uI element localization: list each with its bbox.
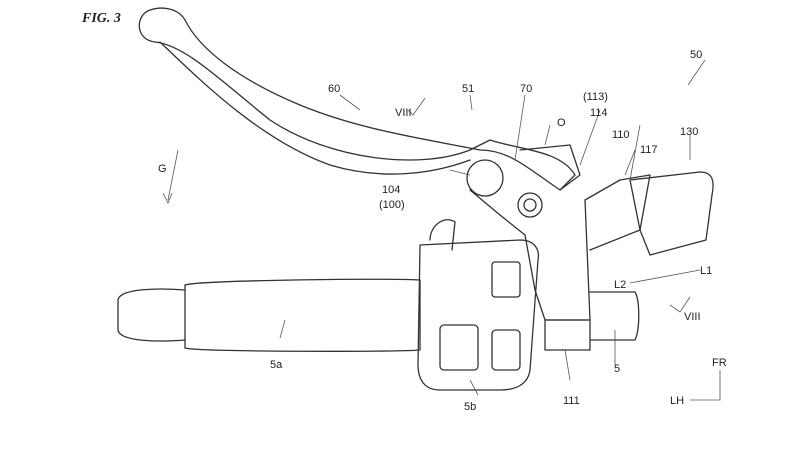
lever-bracket [519,144,581,191]
label-FR: FR [712,357,727,369]
label-5b: 5b [464,401,476,413]
label-100: (100) [379,199,405,211]
label-51: 51 [462,83,474,95]
label-LH: LH [670,395,684,407]
reservoir-130 [629,171,714,256]
switch-knob [429,219,456,251]
switch-housing-5b [417,239,540,391]
lever-edge [159,41,471,175]
label-117: 117 [640,144,658,156]
clamp-111 [544,319,591,351]
label-111: 111 [563,395,580,407]
label-130: 130 [680,126,698,138]
direction-arrow-icon [690,370,721,401]
figure-title: FIG. 3 [81,11,121,26]
master-cylinder-110 [469,174,651,321]
brake-lever [138,7,576,191]
adjuster-dial [466,159,504,197]
section-arrow-right-icon [669,296,691,313]
pivot-bolt-head [523,198,537,212]
g-arrow-icon [162,149,179,204]
label-L1: L1 [700,265,712,277]
grip-5a [184,278,421,352]
label-50: 50 [690,49,702,61]
label-5a: 5a [270,359,283,371]
switch-button-right [491,329,521,371]
section-arrow-top-icon [407,97,426,116]
label-G: G [158,163,167,175]
label-70: 70 [520,83,532,95]
label-5: 5 [614,363,620,375]
label-110: 110 [612,129,630,141]
switch-button-upper [491,261,521,298]
label-viii-right: VIII [684,311,701,323]
l1-l2-arrow-icon [629,269,701,284]
label-O: O [557,117,566,129]
label-113: (113) [583,91,608,103]
pivot-bolt [517,192,543,218]
label-60: 60 [328,83,340,95]
label-L2: L2 [614,279,626,291]
label-114: 114 [590,107,608,119]
switch-button-left [439,324,479,371]
label-viii-top: VIII [395,107,412,119]
handlebar-5 [589,291,640,341]
label-104: 104 [382,184,400,196]
grip-end-cap [117,288,186,342]
